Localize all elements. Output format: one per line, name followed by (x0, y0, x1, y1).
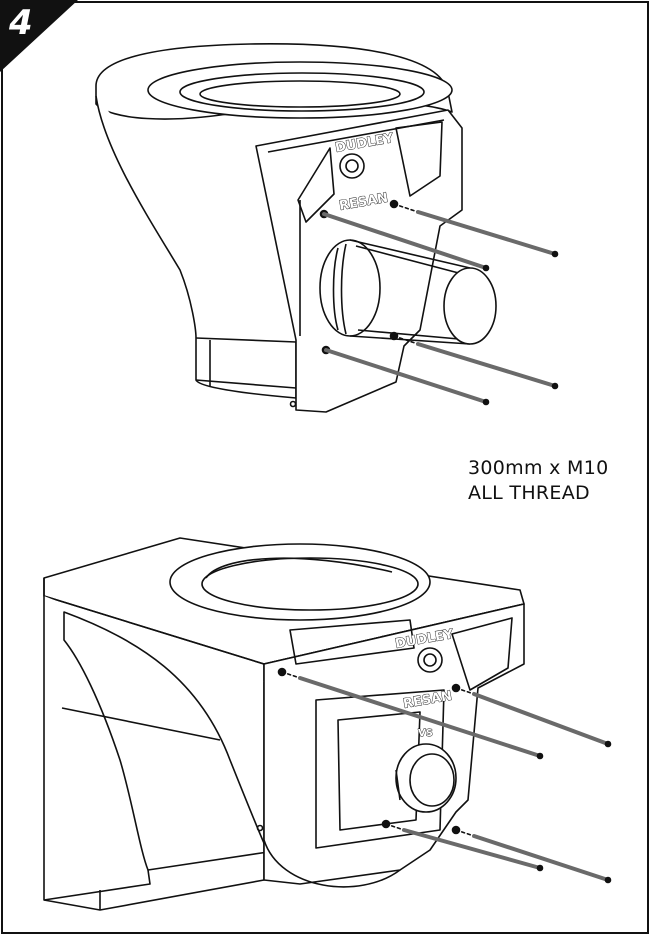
threaded-rods-bottom (281, 671, 612, 884)
pan-code-label: VS (418, 728, 433, 739)
toilet-pan-side-view: DUDLEY RESAN (95, 43, 497, 413)
toilet-pan-rear-view: DUDLEY RESAN VS (43, 537, 525, 911)
step-number: 4 (9, 3, 33, 43)
rod-type-label: ALL THREAD (468, 482, 590, 504)
threaded-rods-top (322, 203, 559, 406)
outlet-pipe (319, 239, 497, 345)
outlet-collar (395, 743, 457, 813)
step-badge (0, 0, 78, 72)
rod-spec-callout: 300mm x M10 ALL THREAD (468, 456, 608, 506)
rod-size-label: 300mm x M10 (468, 457, 609, 479)
